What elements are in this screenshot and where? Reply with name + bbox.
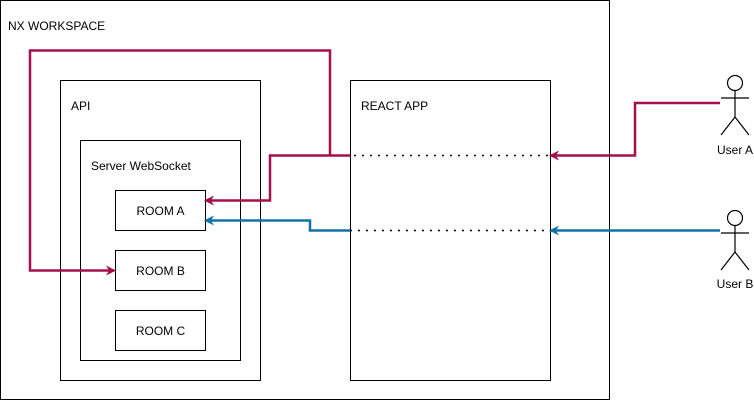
loop-to-room-b-arrow xyxy=(28,49,332,276)
react-app-container: REACT APP xyxy=(350,80,551,381)
workspace-title: NX WORKSPACE xyxy=(8,19,105,33)
room-a-box: ROOM A xyxy=(115,190,206,231)
user-b-label: User B xyxy=(717,277,754,291)
room-c-label: ROOM C xyxy=(136,324,186,338)
room-a-label: ROOM A xyxy=(136,204,184,218)
user-a-to-react-arrow xyxy=(549,101,720,161)
api-title: API xyxy=(71,99,90,113)
room-c-box: ROOM C xyxy=(115,310,206,351)
user-a-label: User A xyxy=(717,143,753,157)
react-to-room-a-blue-arrow xyxy=(204,215,350,232)
react-to-room-a-arrow xyxy=(204,154,350,206)
websocket-title: Server WebSocket xyxy=(91,159,191,173)
react-app-title: REACT APP xyxy=(361,99,428,113)
user-a-actor-icon xyxy=(720,74,750,136)
user-b-actor-icon xyxy=(720,209,750,271)
room-b-box: ROOM B xyxy=(115,250,206,291)
room-b-label: ROOM B xyxy=(136,264,185,278)
